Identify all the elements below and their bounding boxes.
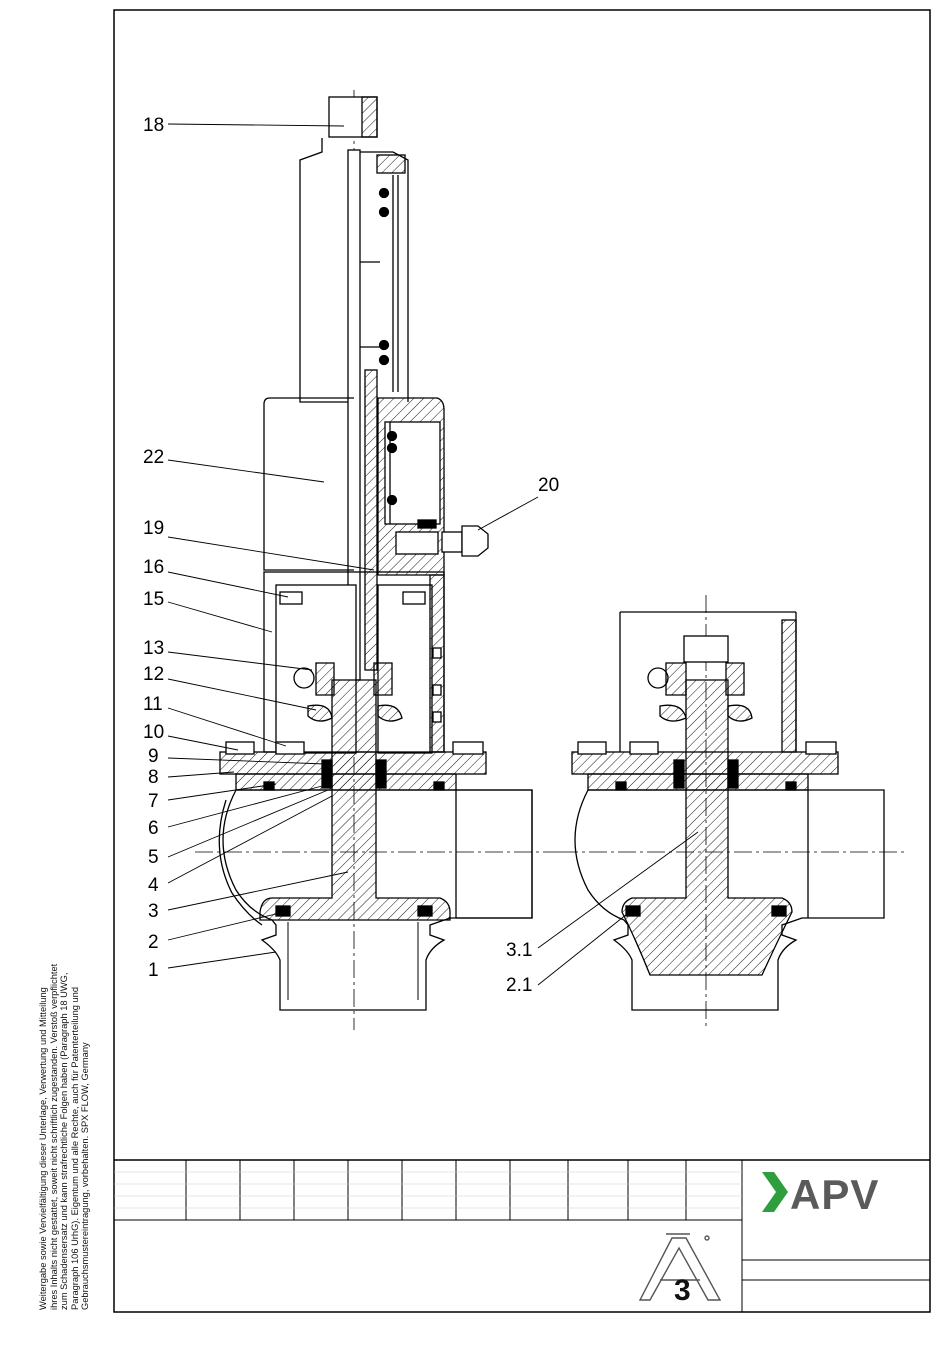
part-label: 13 [143,638,164,659]
part-label: 15 [143,589,164,610]
part-label: 11 [143,694,163,715]
part-labels: 18 22 20 19 16 15 13 12 11 10 9 8 7 6 5 … [143,115,559,996]
part-label: 3 [148,901,159,922]
drawing-frame [113,9,931,1313]
leader-lines [167,123,699,986]
legal-notice: Weitergabe sowie Vervielfältigung dieser… [38,880,91,1310]
part-label: 19 [143,518,164,539]
part-label: 2.1 [506,975,532,996]
part-label: 8 [148,767,159,788]
part-label: 7 [148,791,159,812]
symbol-number: 3 [674,1274,691,1307]
part-label: 10 [143,722,164,743]
legal-notice-line: Gebrauchsmustereintragung, vorbehalten. … [80,1042,91,1310]
valve-section-variant [560,595,905,1030]
part-label: 5 [148,847,159,868]
part-label: 6 [148,818,159,839]
part-label: 12 [143,664,164,685]
chevron-right-icon [762,1172,788,1212]
part-label: 16 [143,557,164,578]
brand-name: APV [790,1171,879,1218]
part-label: 2 [148,932,159,953]
legal-notice-line: ihres Inhalts nicht gestattet, soweit ni… [48,963,59,1310]
title-block [114,1159,930,1312]
part-label: 9 [148,746,159,767]
legal-notice-line: Paragraph 106 UrhG). Eigentum und alle R… [69,986,80,1310]
apv-logo: APV [762,1171,879,1218]
valve-section-main [195,90,560,1030]
part-label: 3.1 [506,940,532,961]
part-label: 22 [143,447,164,468]
legal-notice-line: Weitergabe sowie Vervielfältigung dieser… [38,987,48,1310]
part-label: 20 [538,475,559,496]
3a-sanitary-symbol: 3 [638,1233,722,1307]
legal-notice-line: zum Schadensersatz und kann strafrechtli… [59,972,70,1310]
part-label: 1 [148,960,159,981]
part-label: 18 [143,115,164,136]
part-label: 4 [148,875,159,896]
